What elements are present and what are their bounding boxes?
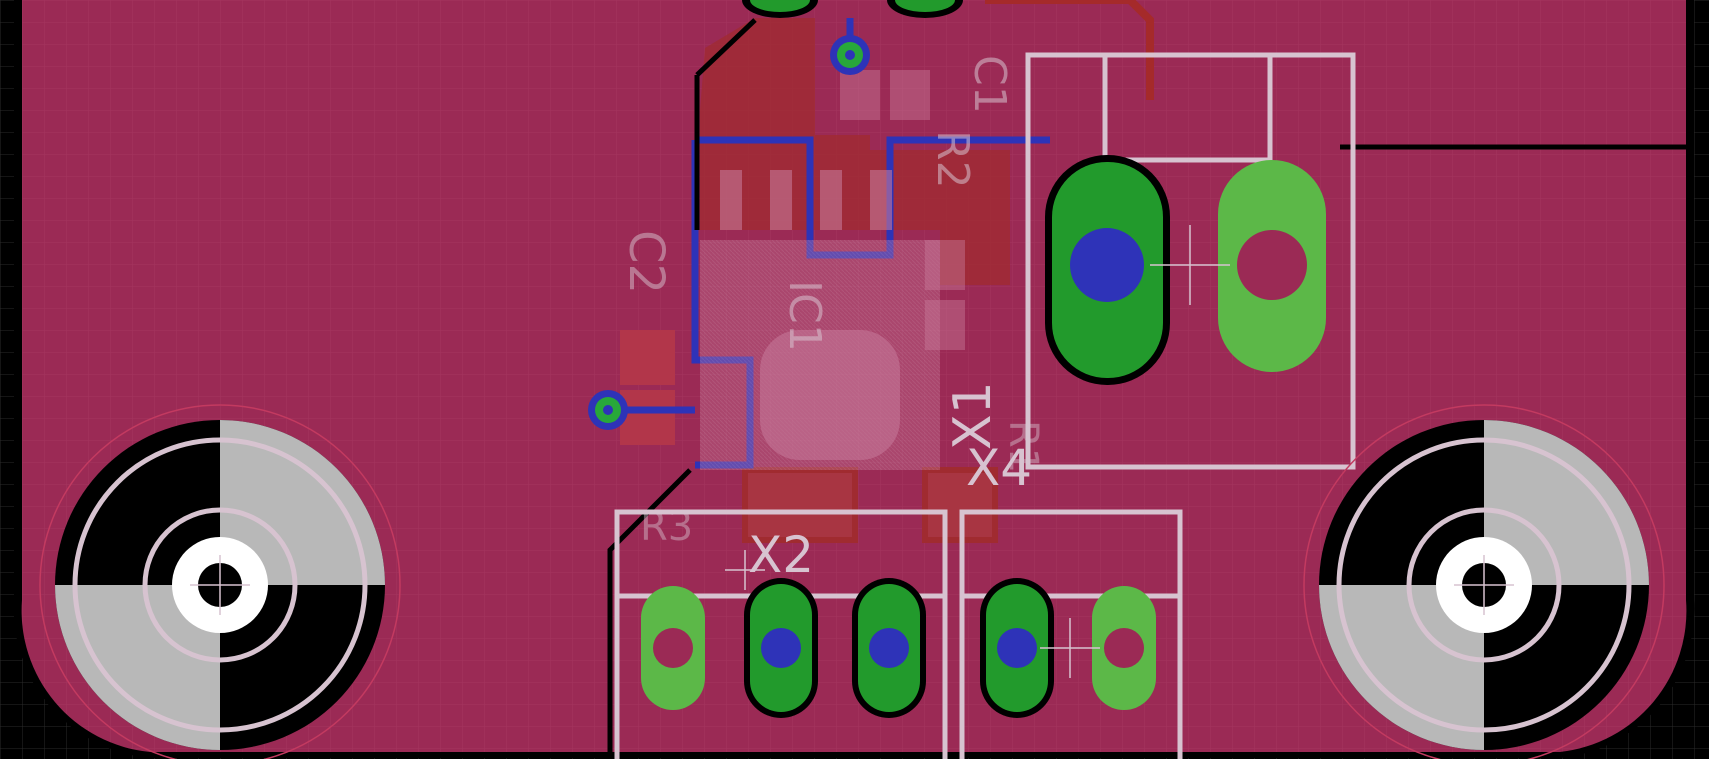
copper-pad-c2-2[interactable] <box>620 390 675 445</box>
ic1-label: IC1 <box>779 280 830 352</box>
r2-pad-2[interactable] <box>925 300 965 350</box>
via-top-partial-2[interactable] <box>887 0 963 18</box>
x2-connector[interactable]: X2 <box>614 509 948 759</box>
top-trace-right[interactable] <box>985 0 1154 100</box>
x4-origin-cross <box>1040 618 1100 678</box>
x2-origin-cross <box>725 550 765 590</box>
x1-origin-cross <box>1150 225 1230 305</box>
vias[interactable] <box>588 0 963 430</box>
c1-pad-1[interactable] <box>840 70 880 120</box>
via-top[interactable] <box>830 35 870 75</box>
x1-connector[interactable]: X1 <box>943 52 1356 470</box>
r2-label: R2 <box>927 130 978 189</box>
ic1-pin-4[interactable] <box>870 170 892 230</box>
x2-pad-2[interactable] <box>744 578 818 718</box>
ic1-pin-3[interactable] <box>820 170 842 230</box>
ic1-pin-1[interactable] <box>720 170 742 230</box>
c1-label: C1 <box>964 55 1015 114</box>
via-left[interactable] <box>588 390 628 430</box>
x2-label: X2 <box>748 526 814 584</box>
mounting-hole-right[interactable] <box>1303 404 1665 759</box>
x4-pad-1[interactable] <box>980 578 1054 718</box>
x1-pad-2[interactable] <box>1218 160 1326 372</box>
ic1-tab[interactable] <box>760 330 900 460</box>
ic1-footprint[interactable]: IC1 <box>700 170 940 470</box>
copper-pad-r3[interactable] <box>742 467 858 543</box>
c1-pad-2[interactable] <box>890 70 930 120</box>
x1-pad-1[interactable] <box>1045 155 1170 385</box>
x4-connector[interactable]: X4 <box>959 439 1183 759</box>
mounting-hole-left[interactable] <box>39 404 401 759</box>
x2-pad-1[interactable] <box>641 586 705 710</box>
via-top-partial-1[interactable] <box>742 0 818 18</box>
c2-label: C2 <box>618 230 674 294</box>
x4-outline <box>959 509 1183 759</box>
x2-outline <box>614 509 948 759</box>
x4-label: X4 <box>966 439 1032 497</box>
outline-traces <box>607 18 1694 759</box>
x4-pad-2[interactable] <box>1092 586 1156 710</box>
r2-pad-1[interactable] <box>925 240 965 290</box>
copper-pad-c2-1[interactable] <box>620 330 675 385</box>
ic1-pin-2[interactable] <box>770 170 792 230</box>
smd-pads[interactable] <box>840 70 965 350</box>
x1-latch <box>1102 52 1273 163</box>
r1-label: R1 <box>1000 420 1046 473</box>
x2-pad-3[interactable] <box>852 578 926 718</box>
x1-label: X1 <box>943 381 1003 450</box>
